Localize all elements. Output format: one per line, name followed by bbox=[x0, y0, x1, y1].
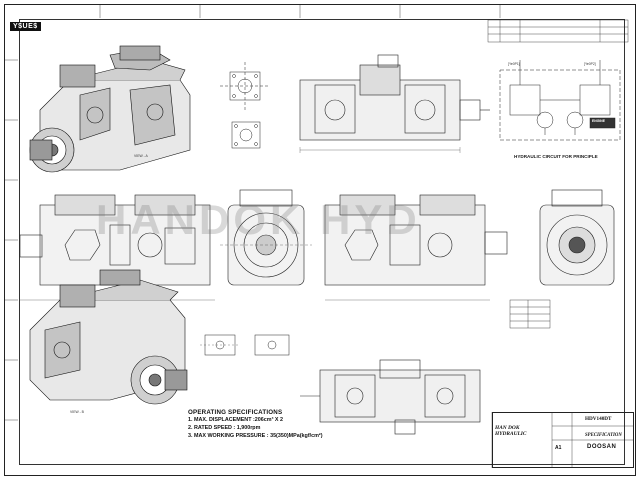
end-view-right bbox=[539, 189, 615, 286]
circuit-tag-engine: ENGINE bbox=[592, 119, 605, 123]
flange-detail-top bbox=[220, 62, 270, 149]
hydraulic-circuit bbox=[499, 60, 621, 141]
title-block: HAN DOK HYDRAULIC HDV140DT SPECIFICATION… bbox=[492, 412, 634, 468]
port-details bbox=[200, 334, 290, 356]
view-label-bottom: VIEW - B bbox=[70, 410, 84, 414]
hydraulic-circuit-title: HYDRAULIC CIRCUIT FOR PRINCIPLE bbox=[514, 154, 598, 159]
watermark-text: HANDOK HYD bbox=[96, 196, 421, 243]
company-name: HAN DOK HYDRAULIC bbox=[495, 425, 527, 437]
spec-line-speed: 2. RATED SPEED : 1,900rpm bbox=[188, 425, 261, 432]
operating-specifications: OPERATING SPECIFICATIONS 1. MAX. DISPLAC… bbox=[188, 409, 438, 441]
revision-block bbox=[487, 19, 629, 43]
spec-line-displacement: 1. MAX. DISPLACEMENT :206cm³ X 2 bbox=[188, 417, 283, 423]
isometric-pump-bottom bbox=[29, 269, 188, 405]
end-view-left bbox=[220, 189, 312, 286]
nameplate-table bbox=[509, 299, 551, 329]
side-view-right bbox=[324, 194, 508, 301]
frame-ticks bbox=[4, 4, 501, 421]
client-name: DOOSAN bbox=[587, 444, 617, 450]
spec-title: OPERATING SPECIFICATIONS bbox=[188, 409, 283, 416]
spec-line-pressure: 3. MAX WORKING PRESSURE : 35(350)MPa(kgf… bbox=[188, 433, 323, 440]
drawing-title: SPECIFICATION bbox=[585, 433, 622, 438]
isometric-pump-top bbox=[29, 45, 191, 173]
circuit-tag-right: [Ye0P2] bbox=[584, 62, 596, 66]
circuit-tag-left: [Ye0P1] bbox=[508, 62, 520, 66]
sheet-size: A1 bbox=[555, 445, 562, 451]
view-label-top: VIEW - A bbox=[134, 154, 148, 158]
model-number: HDV140DT bbox=[585, 416, 612, 422]
plan-view-bottom bbox=[300, 359, 481, 435]
front-view-top bbox=[299, 54, 490, 153]
drawing-frame bbox=[19, 19, 625, 465]
top-left-logo: Y$UE$ bbox=[10, 22, 41, 31]
